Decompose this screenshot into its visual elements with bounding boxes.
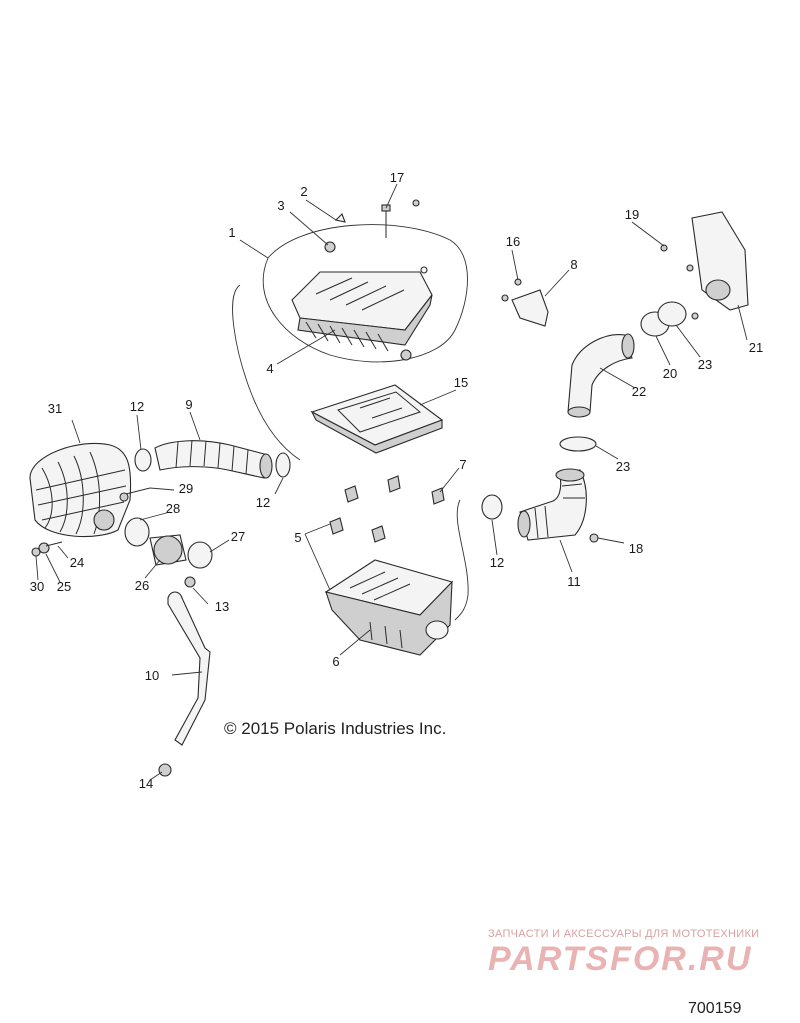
screw-17 (381, 199, 420, 238)
callout-1: 1 (228, 225, 235, 240)
diagram-reference-number: 700159 (688, 1000, 742, 1017)
callout-25: 25 (57, 579, 71, 594)
airbox-base-6 (324, 559, 454, 656)
callout-7: 7 (459, 457, 466, 472)
callout-12-b: 12 (256, 495, 270, 510)
callout-27: 27 (231, 529, 245, 544)
precleaner-housing-31 (29, 442, 152, 538)
callout-16: 16 (506, 234, 520, 249)
hardware-24-25-30 (31, 541, 63, 557)
callout-26: 26 (135, 578, 149, 593)
callout-numbers: 1 2 3 4 5 6 7 8 9 10 11 12 12 12 13 14 1… (30, 170, 763, 791)
callout-23-a: 23 (698, 357, 712, 372)
callout-29: 29 (179, 481, 193, 496)
coupler-parts-26-29 (119, 487, 213, 588)
watermark-tagline: ЗАПЧАСТИ И АКСЕССУАРЫ ДЛЯ МОТОТЕХНИКИ (488, 928, 760, 940)
callout-10: 10 (145, 668, 159, 683)
corrugated-duct-11 (481, 468, 599, 543)
callout-19: 19 (625, 207, 639, 222)
callout-22: 22 (632, 384, 646, 399)
callout-2: 2 (300, 184, 307, 199)
copyright-notice: © 2015 Polaris Industries Inc. (224, 719, 447, 738)
callout-24: 24 (70, 555, 84, 570)
air-filter-15 (310, 384, 444, 454)
callout-31: 31 (48, 401, 62, 416)
callout-14: 14 (139, 776, 153, 791)
intake-duct-22 (567, 333, 635, 418)
callout-18: 18 (629, 541, 643, 556)
callout-12-a: 12 (130, 399, 144, 414)
callout-13: 13 (215, 599, 229, 614)
drain-tube-10 (158, 591, 211, 777)
clip-2 (334, 213, 346, 223)
callout-12-c: 12 (490, 555, 504, 570)
callout-17: 17 (390, 170, 404, 185)
routing-lines (232, 284, 469, 621)
callout-6: 6 (332, 654, 339, 669)
callout-20: 20 (663, 366, 677, 381)
leader-lines (35, 183, 748, 781)
clamps-20-23 (559, 301, 687, 452)
bracket-8 (501, 278, 549, 327)
callout-3: 3 (277, 198, 284, 213)
inlet-hose-9 (154, 439, 291, 479)
intake-panel-21 (660, 211, 749, 320)
callout-9: 9 (185, 397, 192, 412)
callout-15: 15 (454, 375, 468, 390)
callout-8: 8 (570, 257, 577, 272)
callout-30: 30 (30, 579, 44, 594)
airbox-cover-assembly (262, 224, 468, 363)
callout-23-b: 23 (616, 459, 630, 474)
callout-11: 11 (567, 574, 581, 589)
callout-5: 5 (294, 530, 301, 545)
watermark-logo: PARTSFOR.RU (488, 940, 753, 978)
callout-4: 4 (266, 361, 273, 376)
clips-5-7 (329, 475, 445, 543)
callout-28: 28 (166, 501, 180, 516)
callout-21: 21 (749, 340, 763, 355)
